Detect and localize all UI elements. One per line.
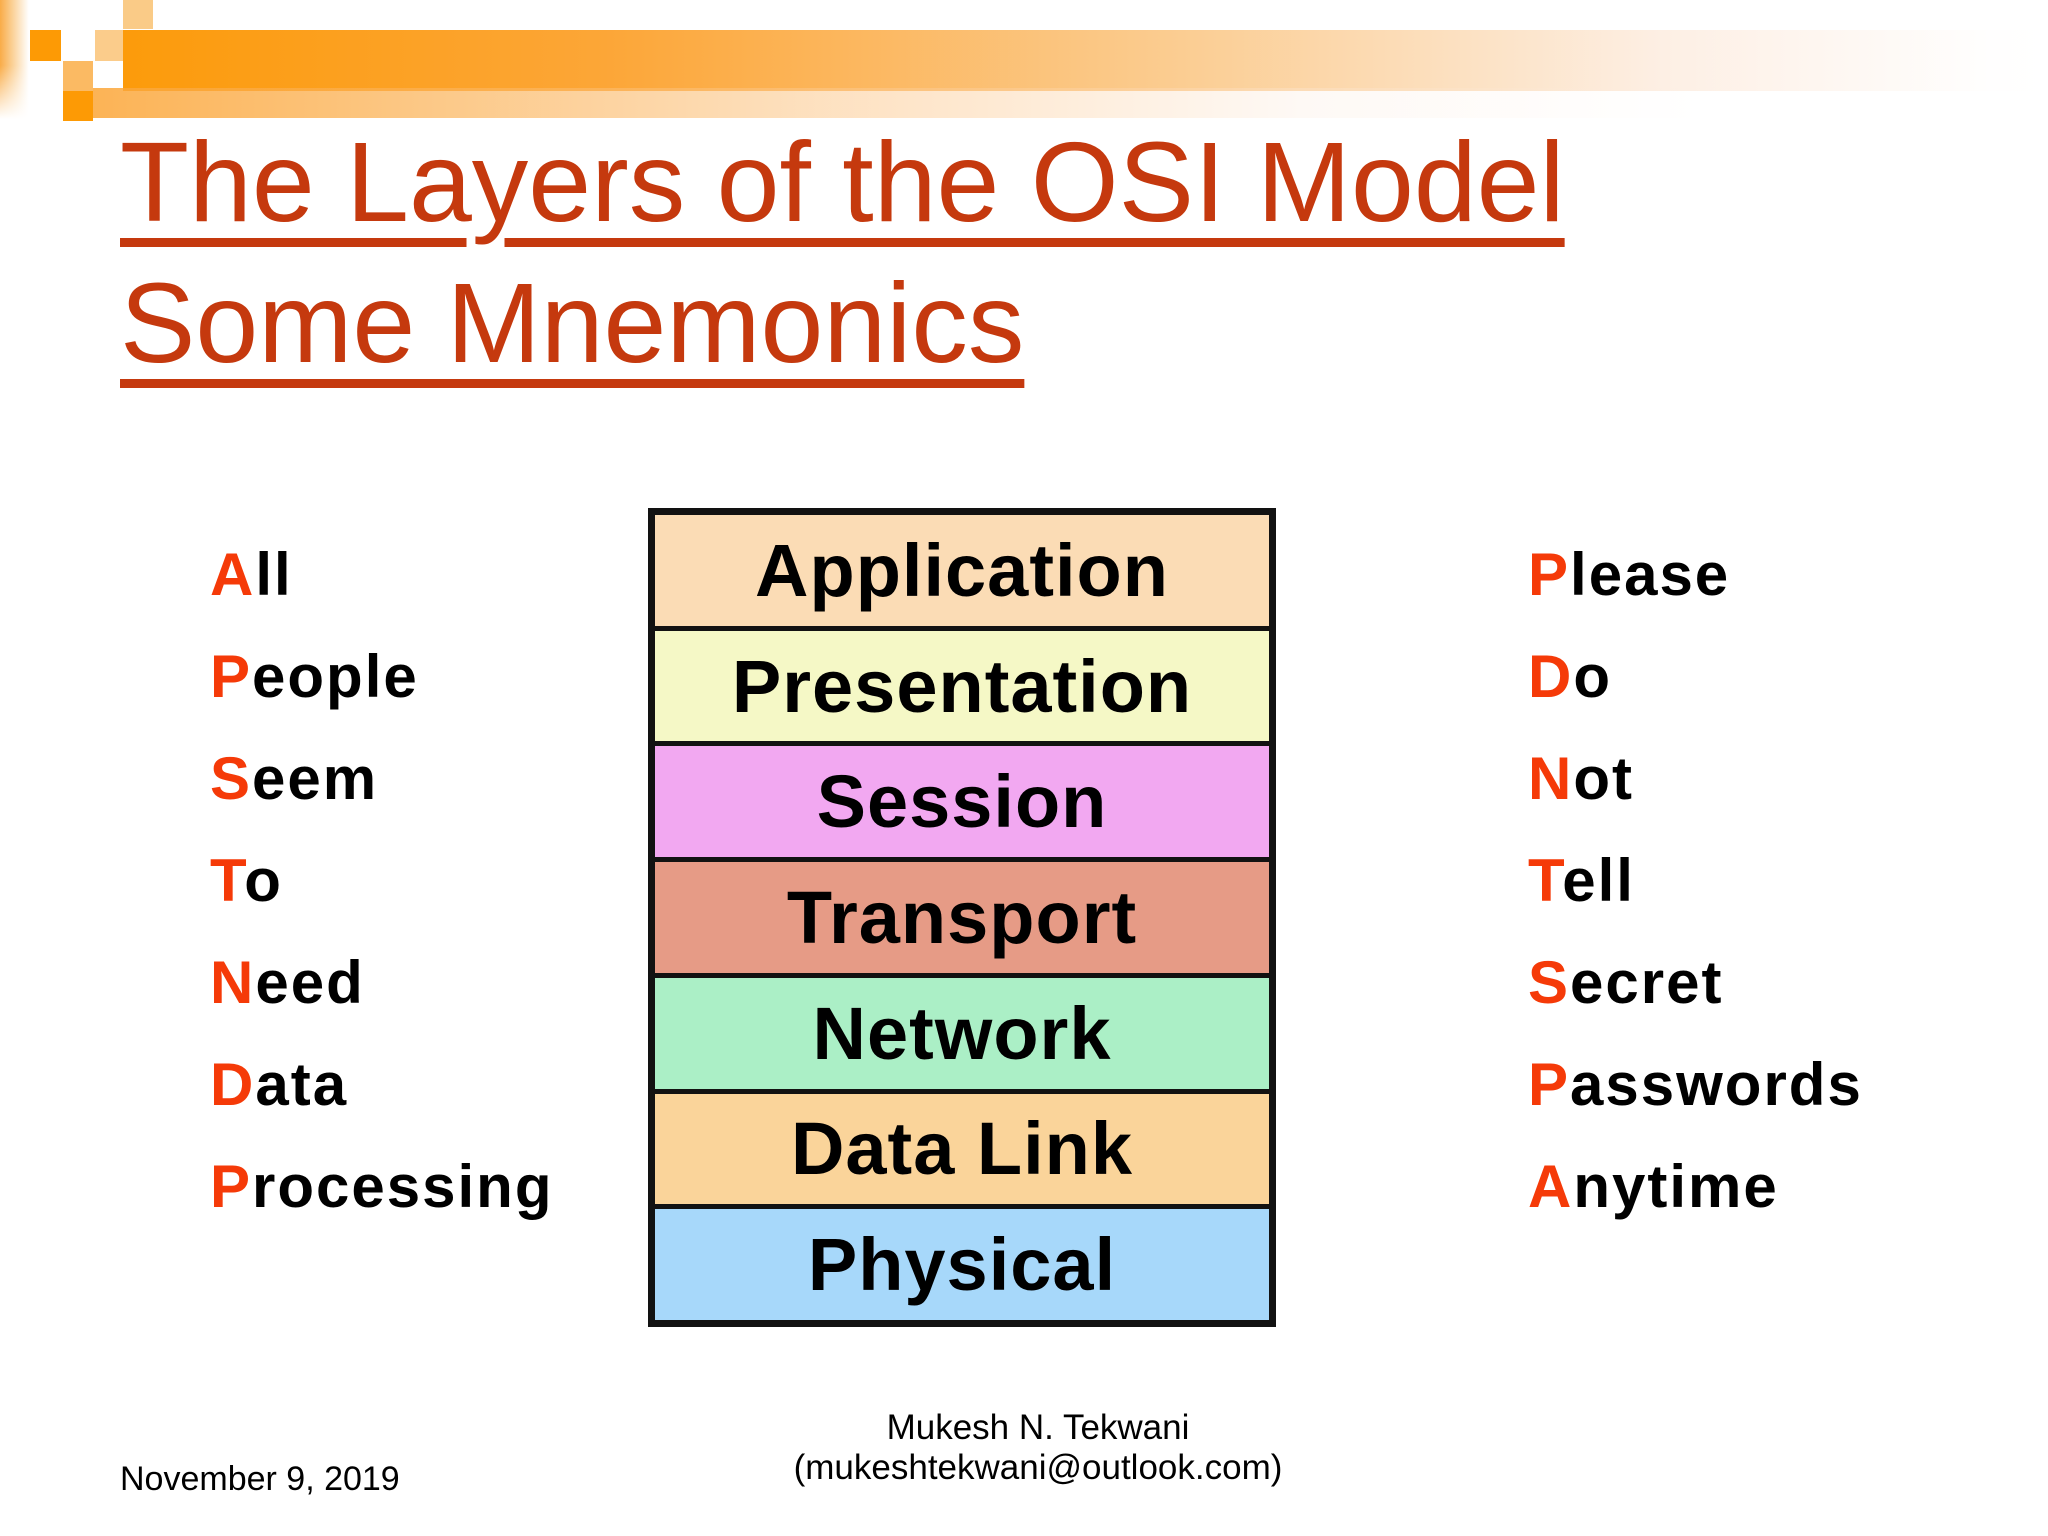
- mnemonic-rest: lease: [1570, 541, 1731, 608]
- mnemonic-rest: ecret: [1570, 949, 1724, 1016]
- mnemonic-initial: P: [210, 1153, 253, 1220]
- footer-author-block: Mukesh N. Tekwani (mukeshtekwani@outlook…: [738, 1408, 1338, 1488]
- decor-square-mid-orange: [63, 61, 93, 91]
- mnemonic-initial: N: [210, 949, 256, 1016]
- left-mnemonic-word-all: All: [210, 524, 553, 626]
- mnemonic-initial: D: [210, 1051, 256, 1118]
- osi-row-network: Network: [655, 972, 1269, 1089]
- mnemonic-rest: eem: [252, 745, 379, 812]
- left-mnemonic-word-data: Data: [210, 1034, 553, 1136]
- left-mnemonic-word-to: To: [210, 830, 553, 932]
- mnemonic-initial: T: [210, 847, 245, 914]
- left-mnemonic-word-need: Need: [210, 932, 553, 1034]
- osi-row-datalink: Data Link: [655, 1088, 1269, 1205]
- header-gradient-bar: [123, 30, 2048, 91]
- slide-title-line-2: Some Mnemonics: [120, 260, 1025, 386]
- mnemonic-rest: asswords: [1570, 1051, 1863, 1118]
- slide-title-line-1: The Layers of the OSI Model: [120, 119, 1565, 245]
- osi-row-presentation: Presentation: [655, 625, 1269, 742]
- right-mnemonic-word-anytime: Anytime: [1528, 1136, 1863, 1238]
- mnemonic-initial: P: [210, 643, 253, 710]
- footer-author-email: (mukeshtekwani@outlook.com): [793, 1448, 1283, 1487]
- right-mnemonic-word-passwords: Passwords: [1528, 1034, 1863, 1136]
- mnemonic-rest: ot: [1573, 745, 1634, 812]
- mnemonic-initial: S: [1528, 949, 1571, 1016]
- left-mnemonic-word-seem: Seem: [210, 728, 553, 830]
- mnemonic-rest: rocessing: [252, 1153, 554, 1220]
- right-mnemonic-word-secret: Secret: [1528, 932, 1863, 1034]
- mnemonic-initial: P: [1528, 541, 1571, 608]
- mnemonic-initial: S: [210, 745, 253, 812]
- osi-layers-table: Application Presentation Session Transpo…: [648, 508, 1276, 1327]
- mnemonic-rest: o: [244, 847, 283, 914]
- left-mnemonic-column: All People Seem To Need Data Processing: [210, 524, 553, 1238]
- mnemonic-rest: o: [1573, 643, 1612, 710]
- osi-row-application: Application: [655, 515, 1269, 626]
- left-mnemonic-word-processing: Processing: [210, 1136, 553, 1238]
- left-gradient-strip-decoration: [0, 0, 30, 119]
- mnemonic-initial: P: [1528, 1051, 1571, 1118]
- right-mnemonic-word-not: Not: [1528, 728, 1863, 830]
- right-mnemonic-column: Please Do Not Tell Secret Passwords Anyt…: [1528, 524, 1863, 1238]
- mnemonic-initial: N: [1528, 745, 1574, 812]
- mnemonic-initial: T: [1528, 847, 1563, 914]
- decor-square-orange-lower: [63, 91, 93, 121]
- header-gradient-bar-secondary: [93, 88, 1703, 118]
- slide-title: The Layers of the OSI Model Some Mnemoni…: [120, 112, 1820, 394]
- decor-square-light-mid: [95, 30, 123, 61]
- mnemonic-initial: A: [210, 541, 256, 608]
- mnemonic-rest: eed: [255, 949, 365, 1016]
- osi-row-transport: Transport: [655, 857, 1269, 973]
- mnemonic-rest: ll: [255, 541, 293, 608]
- mnemonic-rest: ata: [255, 1051, 349, 1118]
- right-mnemonic-word-please: Please: [1528, 524, 1863, 626]
- footer-author-name: Mukesh N. Tekwani: [886, 1408, 1190, 1447]
- mnemonic-initial: A: [1528, 1153, 1574, 1220]
- decor-square-orange-left: [30, 30, 61, 61]
- mnemonic-rest: ell: [1562, 847, 1635, 914]
- left-mnemonic-word-people: People: [210, 626, 553, 728]
- mnemonic-initial: D: [1528, 643, 1574, 710]
- osi-row-physical: Physical: [655, 1204, 1269, 1321]
- footer-date: November 9, 2019: [120, 1460, 400, 1498]
- right-mnemonic-word-do: Do: [1528, 626, 1863, 728]
- osi-row-session: Session: [655, 741, 1269, 858]
- right-mnemonic-word-tell: Tell: [1528, 830, 1863, 932]
- mnemonic-rest: eople: [252, 643, 419, 710]
- mnemonic-rest: nytime: [1573, 1153, 1779, 1220]
- decor-square-light-top: [123, 0, 153, 29]
